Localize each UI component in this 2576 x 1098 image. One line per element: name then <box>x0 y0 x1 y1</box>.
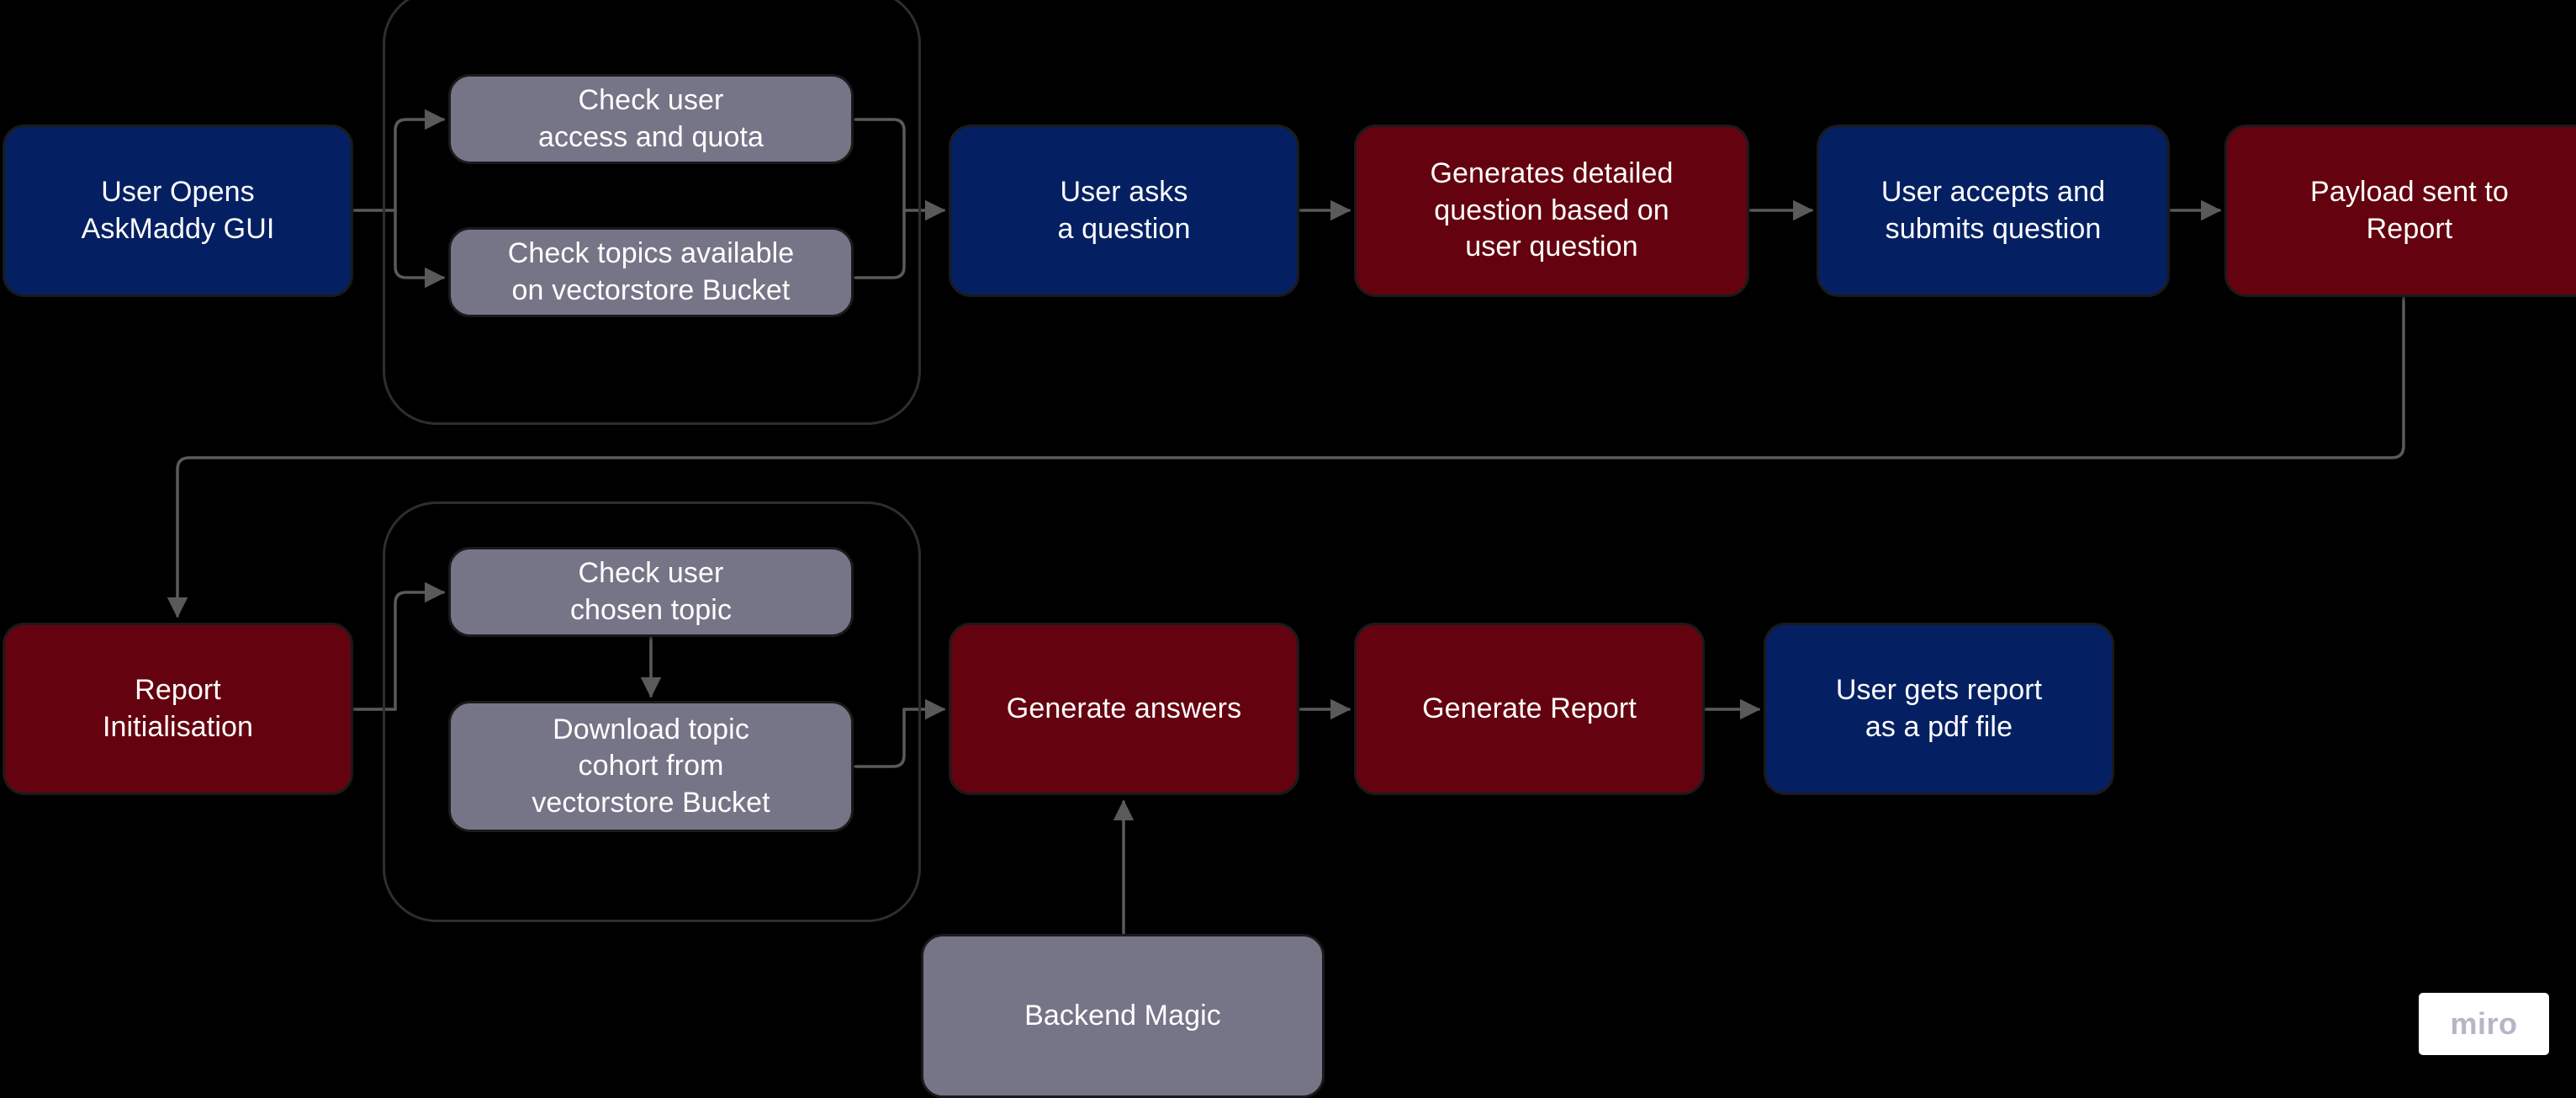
node-check-topics-available[interactable]: Check topics available on vectorstore Bu… <box>448 227 854 317</box>
node-user-asks-question[interactable]: User asks a question <box>949 125 1299 297</box>
node-generate-report[interactable]: Generate Report <box>1354 623 1705 795</box>
node-generate-answers[interactable]: Generate answers <box>949 623 1299 795</box>
node-check-user-access-quota[interactable]: Check user access and quota <box>448 74 854 164</box>
node-report-initialisation[interactable]: Report Initialisation <box>3 623 353 795</box>
node-payload-sent-to-report[interactable]: Payload sent to Report <box>2224 125 2576 297</box>
node-generates-detailed-question[interactable]: Generates detailed question based on use… <box>1354 125 1749 297</box>
node-user-opens-gui[interactable]: User Opens AskMaddy GUI <box>3 125 353 297</box>
node-download-topic-cohort[interactable]: Download topic cohort from vectorstore B… <box>448 701 854 832</box>
node-backend-magic[interactable]: Backend Magic <box>921 934 1325 1098</box>
group-frame-access-checks[interactable] <box>383 0 921 425</box>
node-user-gets-report-pdf[interactable]: User gets report as a pdf file <box>1764 623 2114 795</box>
miro-logo[interactable]: miro <box>2419 993 2549 1055</box>
node-user-accepts-submits[interactable]: User accepts and submits question <box>1817 125 2170 297</box>
node-check-user-chosen-topic[interactable]: Check user chosen topic <box>448 547 854 637</box>
group-frame-topic-retrieval[interactable] <box>383 501 921 922</box>
